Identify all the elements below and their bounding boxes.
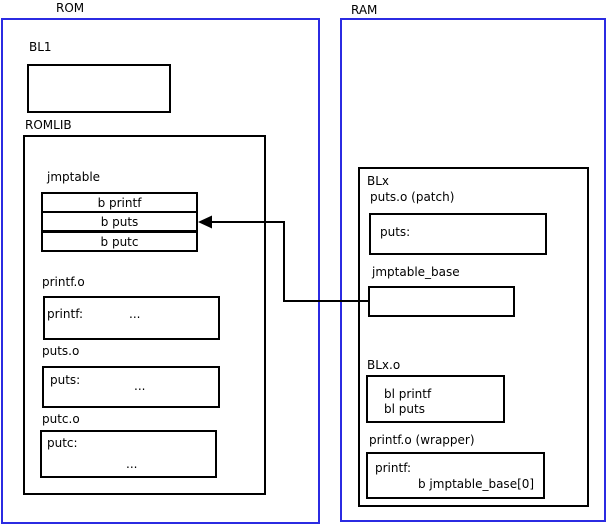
putc-symbol: putc: [47, 436, 78, 450]
printf-wrapper-box: printf: b jmptable_base[0] [366, 452, 545, 499]
blx-label: BLx [367, 174, 390, 188]
jmptable-base-box [368, 286, 515, 317]
printf-wrapper-branch-instruction: b jmptable_base[0] [418, 477, 535, 491]
puts-o-box: puts: ... [42, 366, 220, 408]
puts-patch-label: puts.o (patch) [370, 190, 455, 204]
bl1-label: BL1 [29, 40, 52, 54]
blx-o-label: BLx.o [367, 358, 401, 372]
putc-body-ellipsis: ... [126, 457, 138, 471]
romlib-label: ROMLIB [25, 118, 72, 132]
jmptable-entry-puts: b puts [41, 211, 198, 232]
printf-body-ellipsis: ... [129, 307, 141, 321]
puts-patch-symbol: puts: [380, 225, 411, 239]
putc-o-box: putc: ... [40, 430, 217, 478]
jmptable-base-label: jmptable_base [372, 265, 460, 279]
printf-o-label: printf.o [42, 275, 85, 289]
printf-wrapper-label: printf.o (wrapper) [369, 433, 475, 447]
blx-o-instruction-bl-puts: bl puts [384, 402, 425, 416]
jmptable-entry-putc: b putc [41, 231, 198, 252]
jmptable-entry-printf: b printf [41, 192, 198, 213]
printf-o-box: printf: ... [43, 296, 220, 340]
putc-o-label: putc.o [42, 412, 80, 426]
jmptable-label: jmptable [47, 170, 101, 184]
puts-symbol: puts: [50, 373, 81, 387]
bl1-box [27, 64, 171, 113]
printf-wrapper-symbol: printf: [375, 461, 412, 475]
ram-region-label: RAM [351, 3, 378, 17]
rom-region-label: ROM [56, 1, 85, 15]
blx-o-instruction-bl-printf: bl printf [384, 387, 432, 401]
puts-body-ellipsis: ... [134, 379, 146, 393]
puts-patch-box: puts: [369, 213, 547, 255]
puts-o-label: puts.o [42, 344, 80, 358]
printf-symbol: printf: [47, 307, 84, 321]
blx-o-box: bl printf bl puts [366, 375, 505, 423]
